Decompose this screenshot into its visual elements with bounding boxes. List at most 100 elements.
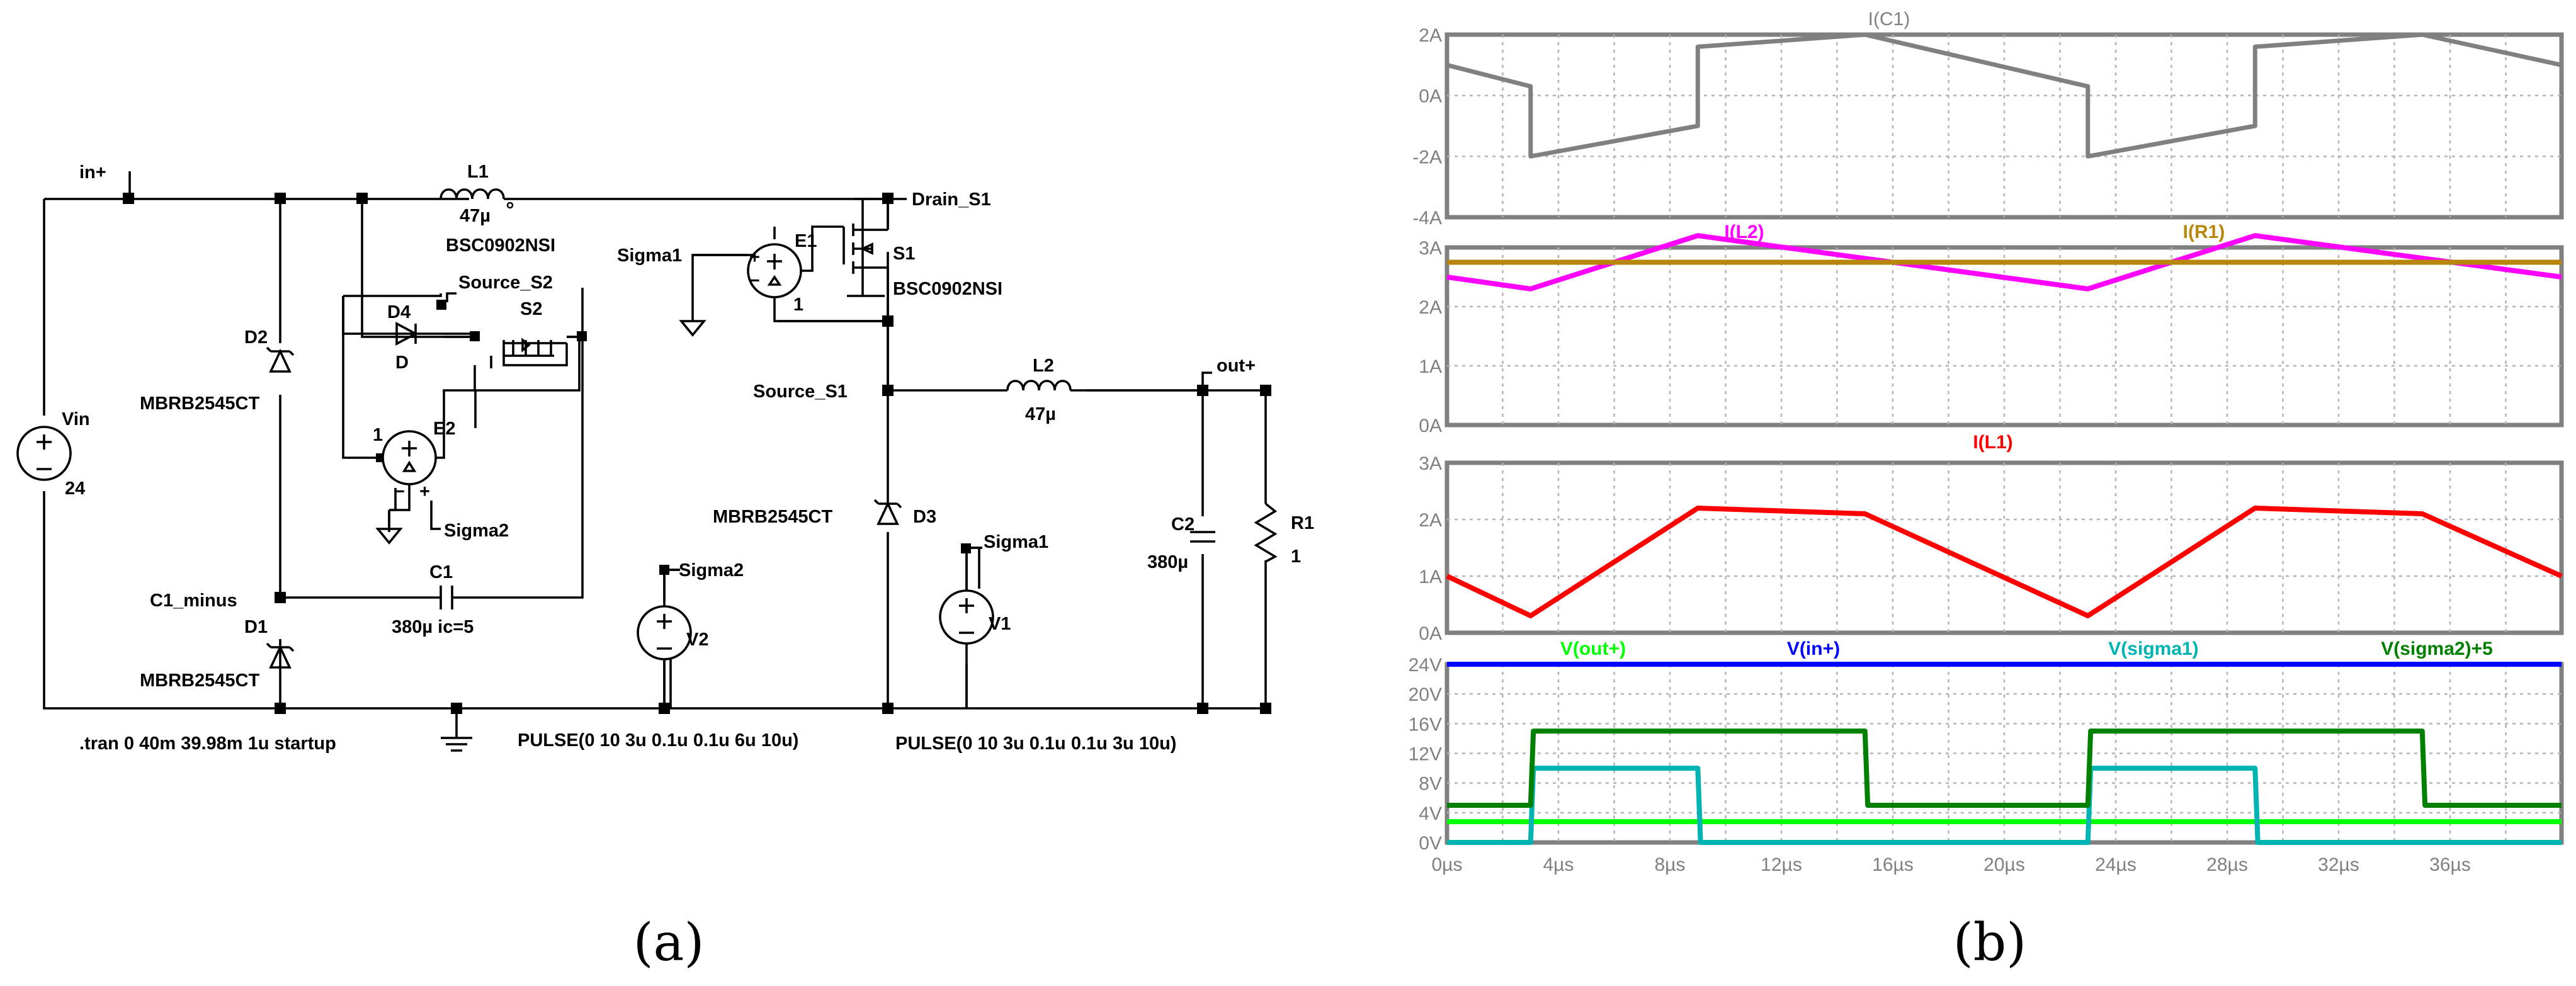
y-tick-label: 4V: [1419, 803, 1442, 824]
wire-v2: [663, 569, 680, 708]
s1-name: S1: [893, 244, 915, 264]
d2-name: D2: [244, 327, 268, 348]
e1-pin: 1: [793, 295, 803, 315]
tran-directive: .tran 0 40m 39.98m 1u startup: [79, 734, 336, 754]
l2-name: L2: [1033, 356, 1054, 376]
l2-value: 47µ: [1025, 404, 1056, 424]
svg-text:+: +: [749, 247, 760, 268]
series-label: V(out+): [1560, 638, 1626, 659]
y-tick-label: 0A: [1419, 623, 1442, 644]
capacitor-c1: C1 380µ ic=5: [392, 562, 474, 637]
x-tick-label: 32µs: [2318, 854, 2359, 875]
caption-a: (a): [633, 913, 705, 973]
vin-value: 24: [65, 479, 85, 499]
resistor-r1: R1 1: [1254, 502, 1314, 567]
x-tick-label: 24µs: [2095, 854, 2136, 875]
series-label: I(R1): [2183, 222, 2225, 242]
series-label: I(L2): [1724, 222, 1764, 242]
source-v2: V2 PULSE(0 10 3u 0.1u 0.1u 6u 10u): [518, 605, 798, 751]
d4-value: D: [395, 353, 409, 373]
diode-d1: D1 MBRB2545CT: [140, 617, 295, 691]
mosfet-s2: S2: [490, 299, 567, 368]
net-label-source-s1: Source_S1: [753, 382, 848, 402]
series-label: V(sigma2)+5: [2381, 638, 2493, 659]
vin-name: Vin: [62, 409, 90, 429]
x-tick-label: 20µs: [1983, 854, 2025, 875]
capacitor-c2: C2 380µ: [1147, 514, 1215, 572]
x-tick-label: 4µs: [1543, 854, 1574, 875]
schematic-a: Vin 24 in+ D2 MBRB2545CT D1 MBRB2545CT C…: [16, 162, 1314, 754]
y-tick-label: 2A: [1419, 297, 1442, 318]
x-tick-label: 8µs: [1655, 854, 1686, 875]
s1-model: BSC0902NSI: [893, 279, 1002, 299]
y-tick-label: 12V: [1409, 744, 1442, 765]
c1-name: C1: [429, 562, 453, 582]
net-label-source-s2: Source_S2: [458, 273, 553, 293]
net-label-in-plus: in+: [79, 162, 106, 183]
panel-3: 24V20V16V12V8V4V0VV(out+)V(in+)V(sigma1)…: [1409, 638, 2564, 875]
wire-out-plus: [1201, 371, 1212, 390]
x-tick-label: 0µs: [1432, 854, 1463, 875]
wire-e1: [679, 225, 888, 337]
c2-value: 380µ: [1147, 552, 1188, 572]
net-label-out-plus: out+: [1217, 356, 1256, 376]
y-tick-label: 2A: [1419, 25, 1442, 46]
net-label-sigma1-e1: Sigma1: [617, 246, 682, 266]
d2-model: MBRB2545CT: [140, 394, 259, 414]
svg-text:−: −: [749, 271, 760, 291]
e1-name: E1: [795, 231, 817, 251]
diode-d3: D3 MBRB2545CT: [713, 499, 936, 527]
wire-source-s2: [446, 292, 457, 302]
series-label: I(C1): [1868, 9, 1910, 30]
net-label-sigma1-v1: Sigma1: [984, 532, 1048, 552]
series-label: V(in+): [1787, 638, 1840, 659]
source-v1: V1 PULSE(0 10 3u 0.1u 0.1u 3u 10u): [895, 589, 1176, 754]
d1-name: D1: [244, 617, 268, 637]
wire-d4: [342, 296, 475, 335]
caption-b: (b): [1953, 913, 2026, 973]
e2-pin: 1: [373, 425, 383, 445]
diode-d2: D2 MBRB2545CT: [140, 327, 295, 414]
wire-e2: [436, 389, 475, 459]
v1-pulse: PULSE(0 10 3u 0.1u 0.1u 3u 10u): [895, 734, 1176, 754]
inductor-l2: L2 47µ: [1006, 356, 1203, 424]
y-tick-label: 3A: [1419, 238, 1442, 259]
d4-name: D4: [387, 302, 411, 322]
series-line-I(L1): [1446, 506, 2563, 618]
y-tick-label: -4A: [1412, 208, 1442, 229]
net-label-sigma2-v2: Sigma2: [679, 560, 744, 581]
net-label-c1-minus: C1_minus: [150, 591, 237, 611]
y-tick-label: 20V: [1409, 684, 1442, 705]
panel-frame: [1444, 245, 2564, 428]
nodes: [123, 193, 1271, 714]
y-tick-label: 0A: [1419, 416, 1442, 436]
series-line-V(sigma2)+5: [1447, 728, 2562, 808]
panel-frame: [1444, 662, 2564, 845]
c2-name: C2: [1171, 514, 1194, 535]
series-label: I(L1): [1973, 432, 2012, 453]
diode-d4: D4 D: [387, 302, 417, 373]
net-label-drain-s1: Drain_S1: [912, 190, 991, 210]
r1-value: 1: [1291, 547, 1301, 567]
wire-v1: [965, 547, 982, 708]
y-tick-label: 1A: [1419, 356, 1442, 377]
x-tick-label: 12µs: [1761, 854, 1802, 875]
net-label-sigma2-e2: Sigma2: [444, 521, 509, 541]
l1-value: 47µ: [460, 206, 491, 226]
x-tick-label: 28µs: [2206, 854, 2248, 875]
v1-name: V1: [989, 614, 1011, 634]
mosfet-s1: S1 BSC0902NSI: [843, 224, 1002, 299]
y-tick-label: 8V: [1419, 774, 1442, 795]
x-tick-label: 36µs: [2429, 854, 2471, 875]
l1-model: BSC0902NSI: [446, 235, 555, 256]
y-tick-label: 0V: [1419, 833, 1442, 854]
series-line-I(C1): [1446, 32, 2562, 159]
d3-name: D3: [913, 507, 936, 527]
inductor-l1: L1 47µ BSC0902NSI: [440, 162, 555, 256]
svg-text:+: +: [419, 482, 430, 502]
source-e1: E1 + − 1: [747, 231, 817, 315]
y-tick-label: 2A: [1419, 510, 1442, 531]
y-tick-label: 1A: [1419, 567, 1442, 587]
